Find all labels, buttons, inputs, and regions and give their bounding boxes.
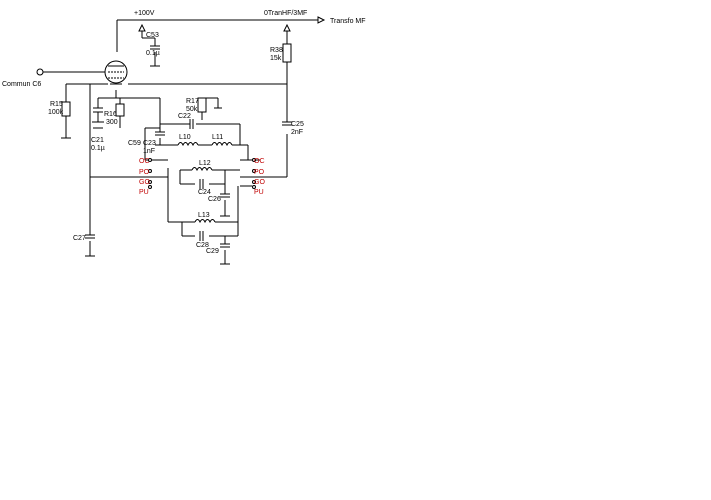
r17-label: R17 xyxy=(186,98,199,105)
c53-label: C53 xyxy=(146,32,159,39)
c21-label: C21 xyxy=(91,137,104,144)
r38-body xyxy=(282,43,292,63)
r16-value: 300 xyxy=(106,119,118,126)
c29-label: C29 xyxy=(206,248,219,255)
c26-label: C26 xyxy=(208,196,221,203)
l13-label: L13 xyxy=(198,212,210,219)
input-label: Commun C6 xyxy=(2,81,41,88)
r38-supply-arrow xyxy=(283,23,291,32)
supply-label: +100V xyxy=(134,10,155,17)
terminals xyxy=(36,16,326,76)
r16-body xyxy=(115,103,125,117)
switch-po-right: PO xyxy=(254,169,265,176)
switch-pu-left: PU xyxy=(139,189,149,196)
inductors xyxy=(177,142,233,224)
c25-label: C25 xyxy=(291,121,304,128)
switch-oc-right: OC xyxy=(254,158,265,165)
switch-contacts xyxy=(148,158,256,189)
c22-label: C22 xyxy=(178,113,191,120)
switch-go-left: GO xyxy=(139,179,150,186)
wires xyxy=(40,19,318,264)
switch-oc-left: OC xyxy=(139,158,150,165)
c59-label: C59 xyxy=(128,140,141,147)
ground-symbols xyxy=(61,65,230,265)
top-net-label: 0TranHF/3MF xyxy=(264,10,307,17)
output-label: Transfo MF xyxy=(330,18,366,25)
switch-po-left: PO xyxy=(139,169,150,176)
capacitors xyxy=(85,45,292,248)
r15-body xyxy=(61,101,71,117)
switch-go-right: GO xyxy=(254,179,265,186)
c24-label: C24 xyxy=(198,189,211,196)
vacuum-tube xyxy=(104,60,128,85)
r17-value: 50k xyxy=(186,106,198,113)
c23-label: C23 xyxy=(143,140,156,147)
r38-label: R38 xyxy=(270,47,283,54)
output-arrow xyxy=(317,16,326,24)
c53-value: 0.1µ xyxy=(146,50,160,57)
r17-body xyxy=(197,97,207,113)
supply-arrow xyxy=(138,23,146,32)
c27-label: C27 xyxy=(73,235,86,242)
l10-label: L10 xyxy=(179,134,191,141)
l11-label: L11 xyxy=(212,134,223,141)
r15-label: R15 xyxy=(50,101,63,108)
r38-value: 15k xyxy=(270,55,282,62)
resistors xyxy=(61,43,292,117)
l12-label: L12 xyxy=(199,160,211,167)
r16-label: R16 xyxy=(104,111,117,118)
c21-value: 0.1µ xyxy=(91,145,105,152)
switch-pu-right: PU xyxy=(254,189,264,196)
c23-value: 1nF xyxy=(143,148,155,155)
input-terminal xyxy=(36,68,44,76)
labels: +100V 0TranHF/3MF Transfo MF Commun C6 C… xyxy=(2,10,366,255)
c25-value: 2nF xyxy=(291,129,303,136)
r15-value: 100k xyxy=(48,109,64,116)
c28-label: C28 xyxy=(196,242,209,249)
